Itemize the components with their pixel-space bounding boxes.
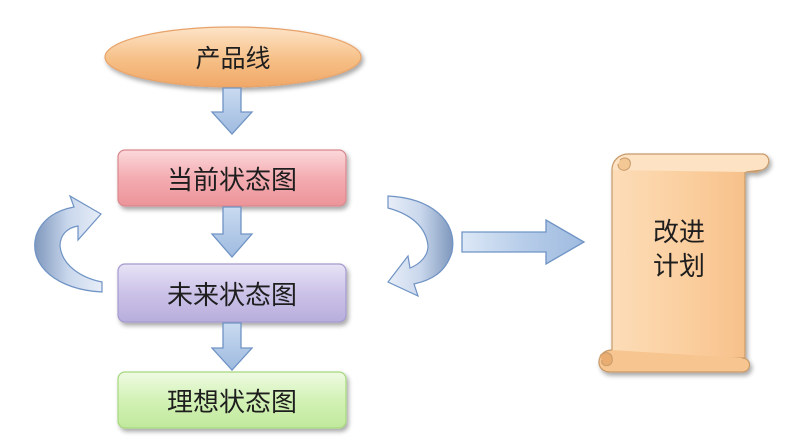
down-arrow-icon bbox=[210, 322, 254, 371]
ideal-state-box bbox=[117, 371, 347, 429]
current-state-box bbox=[117, 149, 347, 207]
improvement-plan-scroll bbox=[598, 153, 770, 373]
right-curved-arrow-icon bbox=[387, 195, 454, 298]
right-arrow-icon bbox=[461, 218, 586, 266]
future-state-box bbox=[117, 263, 347, 323]
down-arrow-icon bbox=[210, 87, 254, 135]
down-arrow-icon bbox=[210, 206, 254, 258]
left-curved-arrow-icon bbox=[34, 194, 103, 293]
product-line-oval bbox=[104, 26, 362, 88]
